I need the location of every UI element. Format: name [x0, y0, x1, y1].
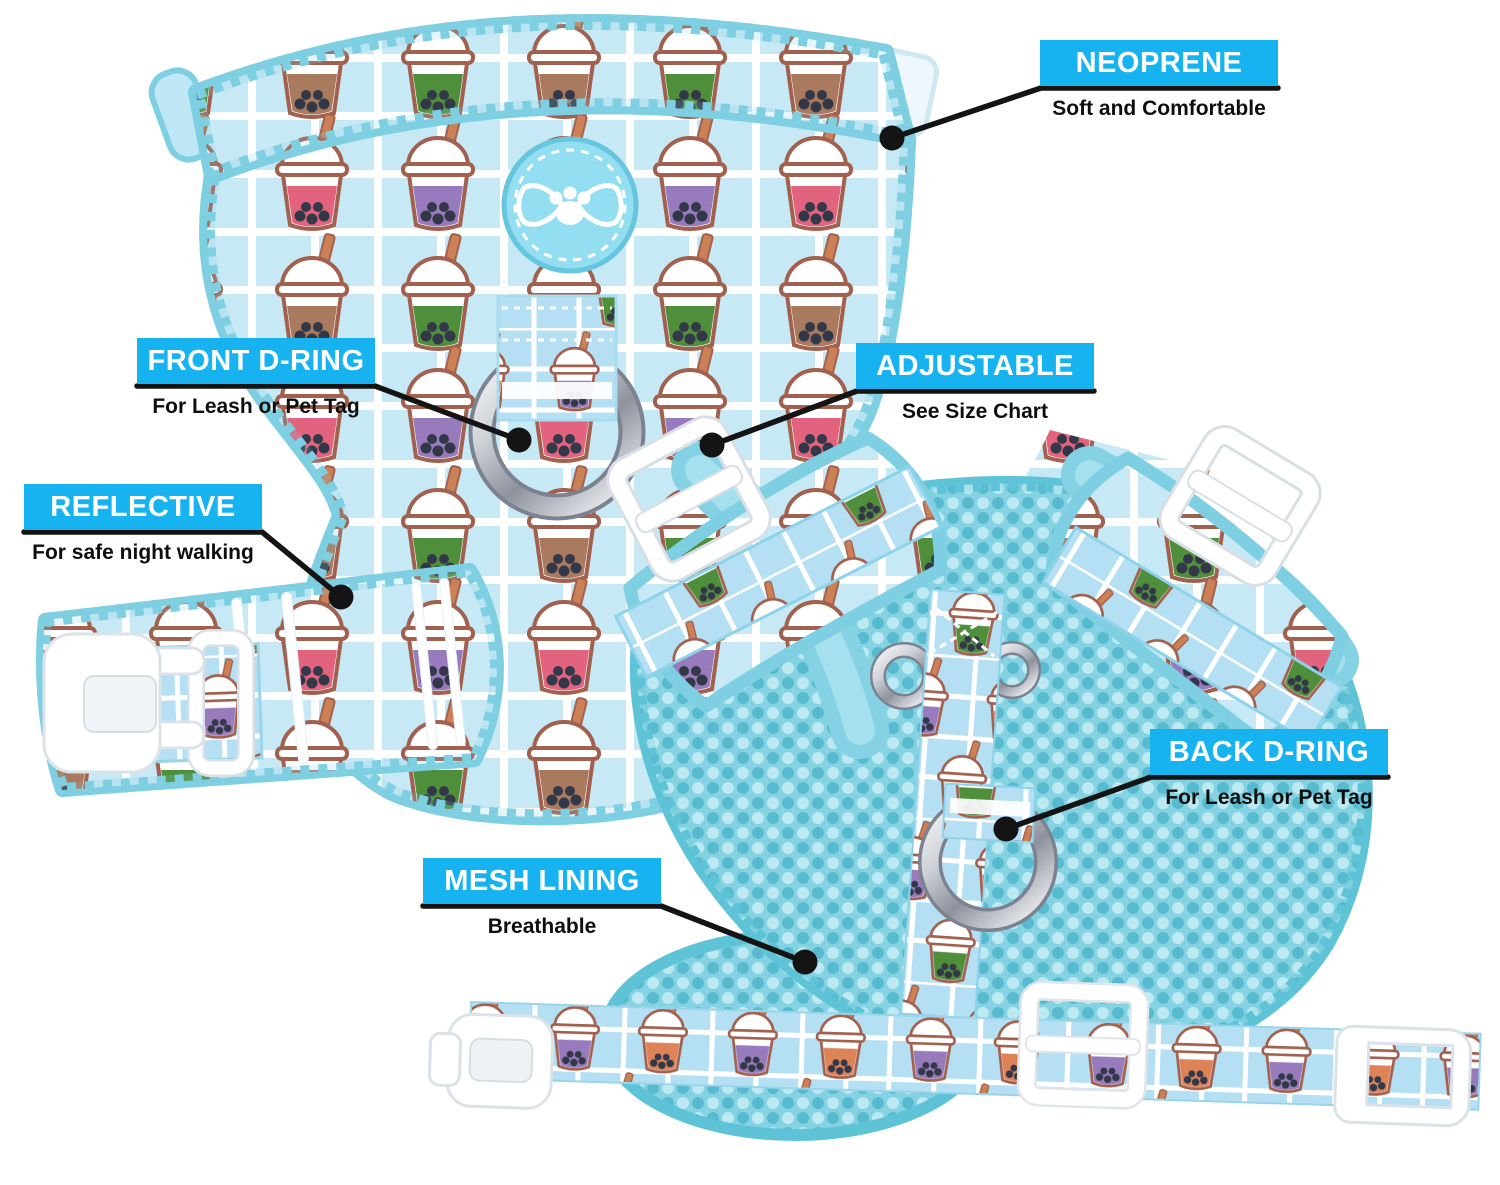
back-harness-view: [427, 415, 1482, 1141]
callout-mesh-lining: MESH LINING Breathable: [423, 858, 661, 939]
leader-line-adjustable: [709, 388, 1097, 448]
callout-leader-lines: [21, 85, 1391, 975]
callout-reflective: REFLECTIVE For safe night walking: [24, 484, 262, 565]
callout-adjustable: ADJUSTABLE See Size Chart: [856, 343, 1094, 424]
leader-line-front-d-ring: [134, 383, 522, 443]
leader-line-reflective: [21, 529, 344, 600]
callout-title: BACK D-RING: [1150, 729, 1388, 775]
bottom-slider-adjuster: [1016, 980, 1150, 1110]
leader-dot-reflective: [328, 584, 354, 610]
callout-title: ADJUSTABLE: [856, 343, 1094, 389]
callout-subtitle: Soft and Comfortable: [1052, 97, 1266, 120]
leader-dot-neoprene: [879, 125, 905, 151]
front-d-ring: [468, 294, 646, 521]
leader-line-mesh-lining: [420, 903, 808, 965]
leader-dot-back-d-ring: [993, 816, 1019, 842]
leader-dot-mesh-lining: [792, 949, 818, 975]
bowtie-paw-logo-icon: [501, 136, 639, 274]
leader-line-neoprene: [889, 85, 1281, 141]
callout-subtitle: See Size Chart: [902, 400, 1048, 423]
callout-title: MESH LINING: [423, 858, 661, 904]
bottom-strap: [467, 1000, 1482, 1111]
bottom-buckle-right: [1333, 1024, 1473, 1128]
leader-line-back-d-ring: [1003, 774, 1391, 832]
callout-title: REFLECTIVE: [24, 484, 262, 530]
slider-adjuster-left: [606, 415, 772, 583]
callout-front-d-ring: FRONT D-RING For Leash or Pet Tag: [137, 338, 375, 419]
callout-subtitle: For Leash or Pet Tag: [152, 395, 360, 418]
bottom-buckle-left: [427, 1012, 555, 1110]
callout-subtitle: Breathable: [487, 915, 597, 938]
callout-subtitle: For safe night walking: [32, 541, 254, 564]
callout-back-d-ring: BACK D-RING For Leash or Pet Tag: [1150, 729, 1388, 810]
side-release-buckle: [42, 629, 255, 777]
slider-adjuster-right: [1158, 425, 1322, 587]
callout-neoprene: NEOPRENE Soft and Comfortable: [1040, 40, 1278, 121]
callout-title: NEOPRENE: [1040, 40, 1278, 86]
back-d-ring: [918, 782, 1058, 932]
leader-dot-adjustable: [699, 432, 725, 458]
callout-subtitle: For Leash or Pet Tag: [1165, 786, 1373, 809]
callout-title: FRONT D-RING: [137, 338, 375, 384]
leader-dot-front-d-ring: [506, 427, 532, 453]
